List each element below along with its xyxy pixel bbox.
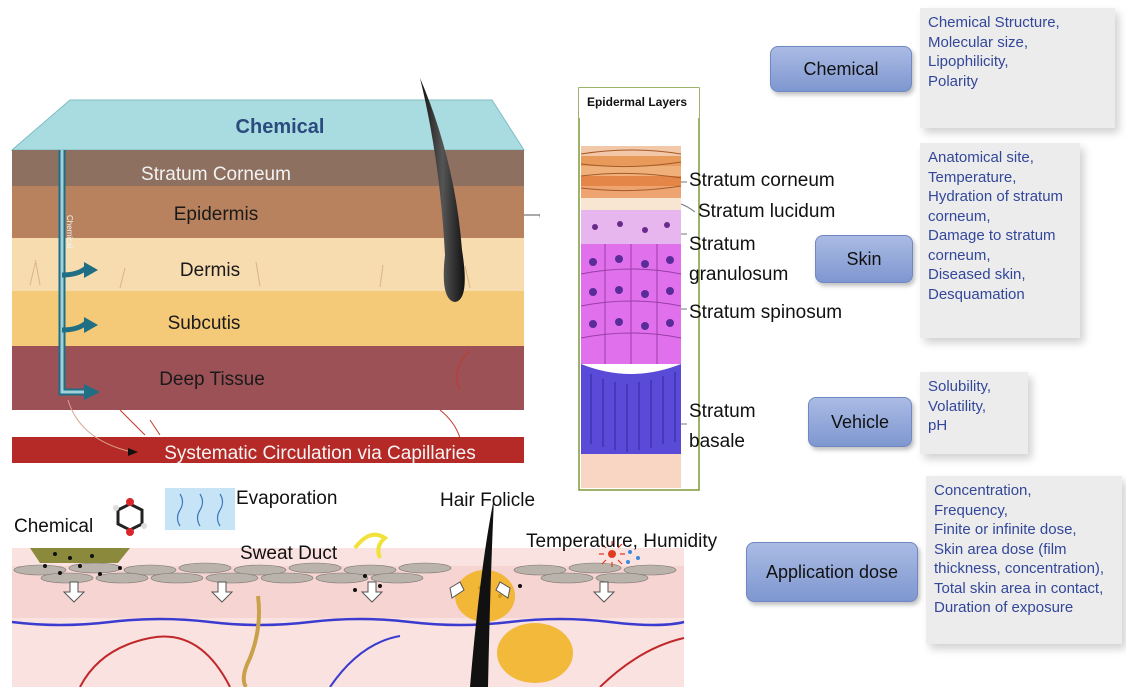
stratum-corneum-cells bbox=[581, 146, 681, 198]
detail-line: Solubility, bbox=[928, 377, 1020, 397]
detail-line: Concentration, bbox=[934, 481, 1114, 501]
detail-line: thickness, concentration), bbox=[934, 559, 1114, 579]
vertical-chemical-label: Chemical bbox=[65, 215, 74, 249]
detail-line: Diseased skin, bbox=[928, 265, 1072, 285]
detail-line: Frequency, bbox=[934, 501, 1114, 521]
zoom-connector bbox=[524, 110, 540, 475]
chemical-factor-details: Chemical Structure, Molecular size, Lipo… bbox=[920, 8, 1115, 128]
cross-chemical-label: Chemical bbox=[14, 516, 93, 537]
application-dose-factor-details: Concentration, Frequency, Finite or infi… bbox=[926, 476, 1122, 644]
layer-label-corneum: Stratum corneum bbox=[689, 170, 835, 191]
detail-line: Lipophilicity, bbox=[928, 52, 1107, 72]
detail-line: Volatility, bbox=[928, 397, 1020, 417]
detail-line: Anatomical site, bbox=[928, 148, 1072, 168]
layer-label-basale-2: basale bbox=[689, 431, 745, 452]
applied-chemical-patch bbox=[30, 548, 130, 563]
deep-tissue-layer bbox=[12, 346, 524, 410]
layer-label-granulosum-2: granulosum bbox=[689, 264, 788, 285]
detail-line: Duration of exposure bbox=[934, 598, 1114, 618]
application-dose-factor-button[interactable]: Application dose bbox=[746, 542, 918, 602]
evaporation-label: Evaporation bbox=[236, 488, 337, 509]
detail-line: Molecular size, bbox=[928, 33, 1107, 53]
hair-follicle-label: Hair Folicle bbox=[440, 490, 535, 511]
chemical-surface-label: Chemical bbox=[236, 116, 325, 138]
stratum-spinosum-cells bbox=[581, 244, 681, 364]
stratum-basale-cells bbox=[581, 364, 681, 454]
circulation-label: Systematic Circulation via Capillaries bbox=[164, 443, 476, 464]
temperature-humidity-label: Temperature, Humidity bbox=[526, 531, 718, 552]
dermis-label: Dermis bbox=[180, 260, 240, 281]
detail-line: Hydration of stratum bbox=[928, 187, 1072, 207]
detail-line: Temperature, bbox=[928, 168, 1072, 188]
layer-label-basale-1: Stratum bbox=[689, 401, 756, 422]
epidermal-panel-title: Epidermal Layers bbox=[587, 95, 687, 109]
detail-line: corneum, bbox=[928, 207, 1072, 227]
vehicle-factor-details: Solubility, Volatility, pH bbox=[920, 372, 1028, 454]
detail-line: Skin area dose (film bbox=[934, 540, 1114, 560]
subcutis-label: Subcutis bbox=[168, 313, 241, 334]
stratum-lucidum-cells bbox=[581, 198, 681, 210]
layer-label-lucidum: Stratum lucidum bbox=[698, 201, 835, 222]
layer-label-granulosum-1: Stratum bbox=[689, 234, 756, 255]
vehicle-factor-button[interactable]: Vehicle bbox=[808, 397, 912, 447]
skin-factor-button[interactable]: Skin bbox=[815, 235, 913, 283]
detail-line: corneum, bbox=[928, 246, 1072, 266]
epidermis-label: Epidermis bbox=[174, 204, 258, 225]
deep-tissue-label: Deep Tissue bbox=[159, 369, 265, 390]
skin-factor-details: Anatomical site, Temperature, Hydration … bbox=[920, 143, 1080, 338]
stratum-corneum-label: Stratum Corneum bbox=[141, 164, 291, 185]
chemical-molecule-icon bbox=[113, 498, 147, 536]
detail-line: Desquamation bbox=[928, 285, 1072, 305]
detail-line: Finite or infinite dose, bbox=[934, 520, 1114, 540]
stratum-granulosum-cells bbox=[581, 210, 681, 244]
detail-line: Total skin area in contact, bbox=[934, 579, 1114, 599]
sebaceous-gland bbox=[497, 623, 573, 683]
layer-label-spinosum: Stratum spinosum bbox=[689, 302, 842, 323]
detail-line: Chemical Structure, bbox=[928, 13, 1107, 33]
skin-block-diagram: Chemical Chemical Stratum Corneum Epider… bbox=[0, 0, 540, 475]
detail-line: pH bbox=[928, 416, 1020, 436]
skin-cross-section: Chemical Evaporation Hair Folicle Sweat … bbox=[0, 478, 745, 687]
detail-line: Damage to stratum bbox=[928, 226, 1072, 246]
sweat-duct-label: Sweat Duct bbox=[240, 543, 338, 564]
detail-line: Polarity bbox=[928, 72, 1107, 92]
subcutis-layer bbox=[12, 291, 524, 346]
chemical-factor-button[interactable]: Chemical bbox=[770, 46, 912, 92]
